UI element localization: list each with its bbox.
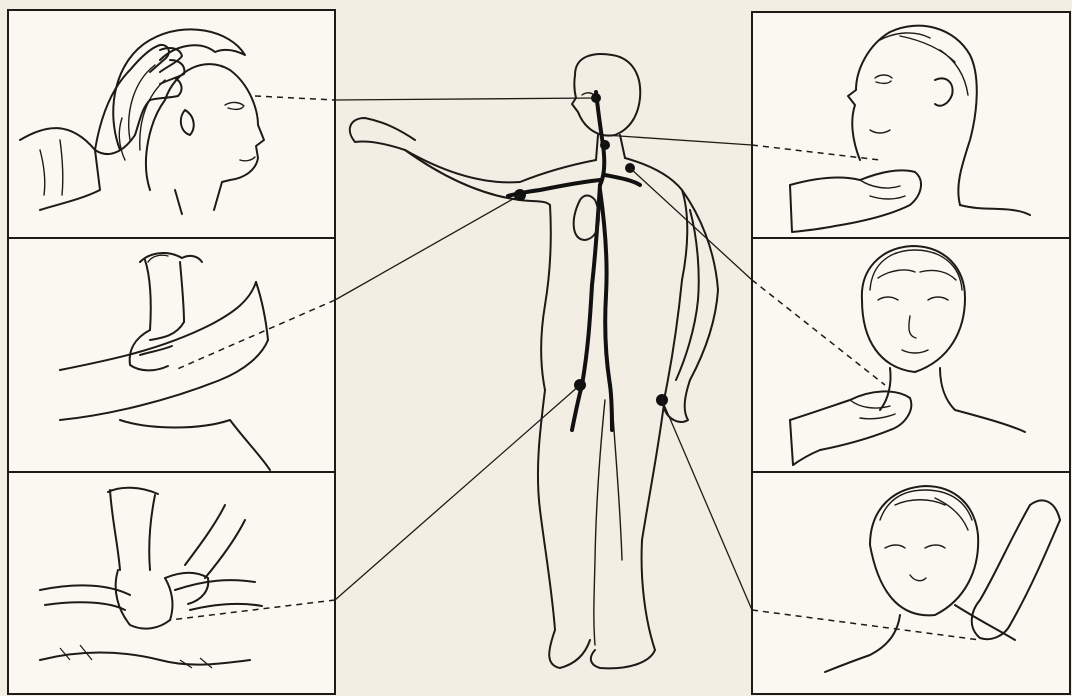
leader-femoral-solid: [335, 385, 580, 600]
leader-brachial-solid: [335, 195, 520, 300]
leader-temporal-solid: [335, 98, 596, 100]
panel-femoral: [8, 472, 335, 694]
panel-temporal: [8, 10, 335, 238]
panel-brachial: [8, 238, 335, 472]
leader-axillary-solid: [662, 400, 752, 610]
human-figure: [350, 54, 718, 668]
leader-subclavian-solid: [630, 168, 752, 280]
panel-subclavian: [752, 238, 1070, 472]
marker-carotid: [600, 140, 610, 150]
arterial-system: [508, 92, 640, 430]
leader-carotid-solid: [605, 135, 752, 145]
panel-carotid: [752, 12, 1070, 238]
panel-axillary: [752, 472, 1070, 694]
pulse-point-markers: [514, 93, 668, 406]
